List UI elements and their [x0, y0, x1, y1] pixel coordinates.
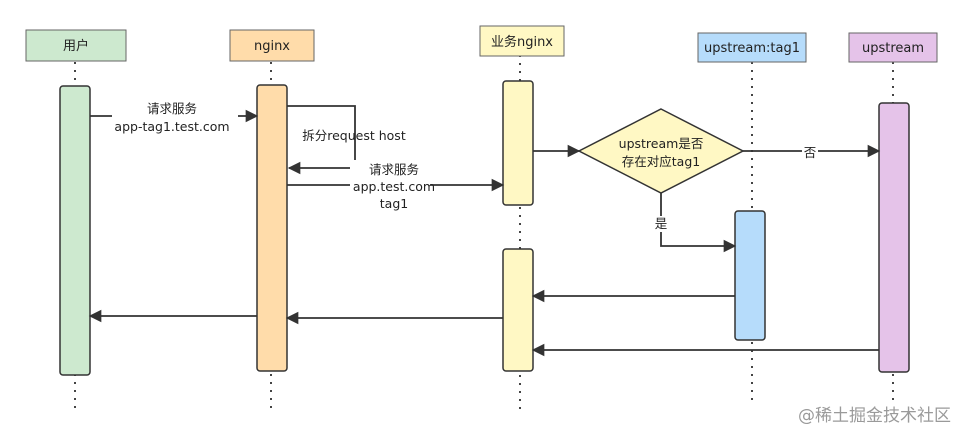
decision-yes-label: 是: [655, 216, 668, 231]
participant-upstream-tag1-label: upstream:tag1: [704, 41, 800, 56]
message-request-2-line2: app.test.com: [353, 179, 435, 194]
participant-user-box: [25, 29, 127, 62]
message-request-2-line1: 请求服务: [369, 162, 419, 177]
message-request-2-line3: tag1: [380, 196, 408, 211]
participant-user-label: 用户: [63, 38, 89, 54]
arrow-decision-to-upstream-tag1: [660, 193, 737, 253]
decision-diamond: [577, 108, 745, 194]
participant-biz-nginx-box: [479, 25, 565, 57]
activation-upstream-tag1: [734, 210, 766, 341]
participant-upstream-label: upstream: [862, 41, 924, 56]
decision-line2: 存在对应tag1: [622, 154, 700, 169]
decision-no-label: 否: [804, 145, 817, 160]
message-request-1-line2: app-tag1.test.com: [114, 119, 229, 134]
message-request-1-line1: 请求服务: [147, 101, 197, 116]
activation-biz-nginx-2: [502, 248, 534, 372]
activation-user: [59, 85, 91, 376]
participant-nginx-label: nginx: [254, 39, 290, 54]
message-split-host: 拆分request host: [302, 128, 406, 143]
activation-upstream: [878, 102, 910, 373]
participant-nginx-box: [229, 29, 315, 62]
participant-upstream-box: [848, 32, 938, 63]
watermark: @稀土掘金技术社区: [798, 406, 951, 426]
decision-line1: upstream是否: [619, 136, 704, 151]
activation-biz-nginx-1: [502, 80, 534, 206]
activation-nginx: [256, 84, 288, 372]
arrow-nginx-self-loop: [287, 105, 356, 175]
participant-upstream-tag1-box: [697, 32, 807, 63]
participant-biz-nginx-label: 业务nginx: [491, 34, 553, 50]
